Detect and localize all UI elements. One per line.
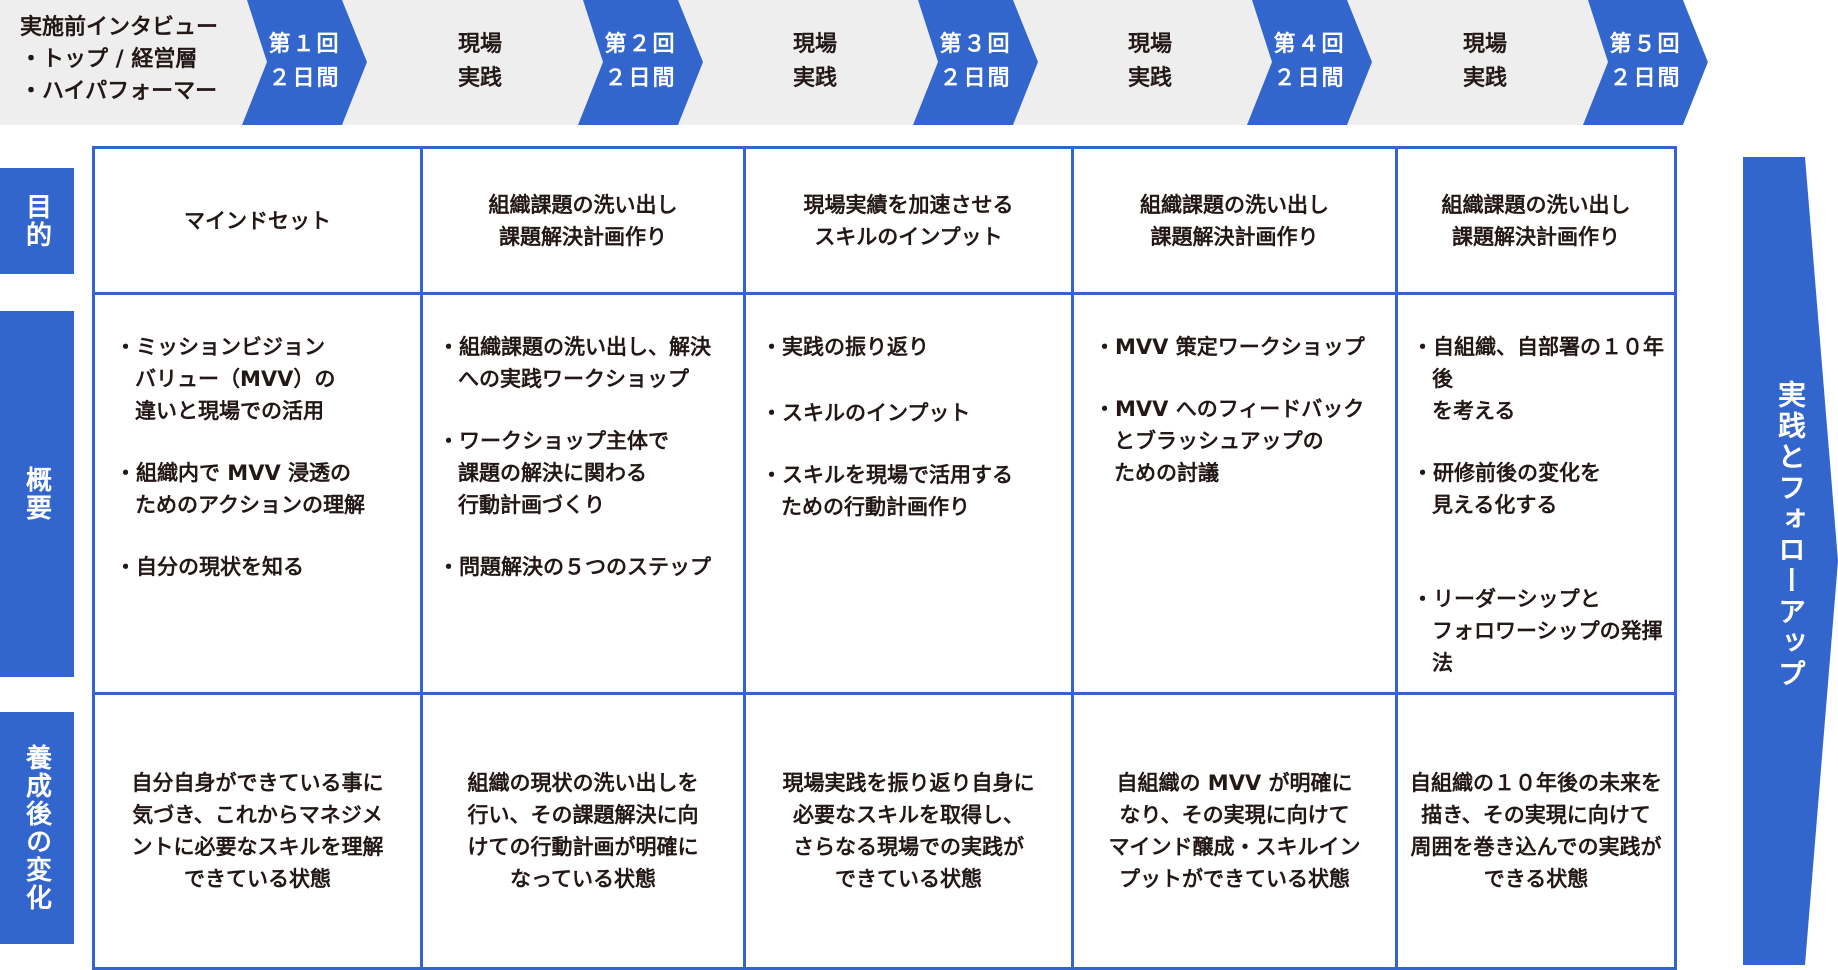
overview-item: ・リーダーシップと フォロワーシップの発揮法 bbox=[1412, 587, 1663, 675]
session-1-chevron: 第１回 ２日間 bbox=[242, 0, 367, 125]
overview-cell-5: ・自組織、自部署の１０年後 を考える ・研修前後の変化を 見える化する ・リーダ… bbox=[1398, 295, 1674, 692]
session-5-chevron: 第５回 ２日間 bbox=[1583, 0, 1725, 125]
overview-item: ・組織内で MVV 浸透の ためのアクションの理解 bbox=[115, 461, 365, 517]
overview-item: ・ワークショップ主体で 課題の解決に関わる 行動計画づくり bbox=[438, 429, 669, 517]
purpose-cell-4: 組織課題の洗い出し 課題解決計画作り bbox=[1140, 192, 1329, 249]
purpose-cell-1: マインドセット bbox=[184, 208, 331, 233]
overview-item: ・ミッションビジョン バリュー（MVV）の 違いと現場での活用 bbox=[115, 335, 336, 423]
purpose-cell-3: 現場実績を加速させる スキルのインプット bbox=[803, 192, 1014, 249]
overview-item: ・MVV 策定ワークショップ bbox=[1094, 335, 1365, 359]
row-label-change: 養成後の変化 bbox=[0, 712, 74, 944]
change-cell-3: 現場実践を振り返り自身に 必要なスキルを取得し、 さらなる現場での実践が できて… bbox=[782, 771, 1035, 891]
column-divider bbox=[1071, 149, 1074, 967]
row-label-purpose: 目的 bbox=[0, 168, 74, 274]
row-label-overview: 概要 bbox=[0, 311, 74, 677]
follow-up-arrow bbox=[1743, 157, 1838, 965]
overview-item: ・自分の現状を知る bbox=[115, 555, 304, 579]
practice-4-label: 現場 実践 bbox=[1462, 32, 1507, 91]
session-1-label: 第１回 ２日間 bbox=[268, 32, 341, 91]
overview-cell-1: ・ミッションビジョン バリュー（MVV）の 違いと現場での活用 ・組織内で MV… bbox=[95, 295, 420, 692]
overview-item: ・スキルを現場で活用する ための行動計画作り bbox=[761, 463, 1013, 519]
practice-3-label: 現場 実践 bbox=[1127, 32, 1172, 91]
practice-1-label: 現場 実践 bbox=[457, 32, 502, 91]
session-3-label: 第３回 ２日間 bbox=[939, 32, 1012, 91]
change-cell-5: 自組織の１０年後の未来を 描き、その実現に向けて 周囲を巻き込んでの実践が でき… bbox=[1410, 771, 1662, 891]
overview-item: ・実践の振り返り bbox=[761, 335, 929, 359]
pre-interview-label: 実施前インタビュー ・トップ / 経営層 ・ハイパフォーマー bbox=[20, 15, 219, 104]
purpose-cell-5: 組織課題の洗い出し 課題解決計画作り bbox=[1441, 192, 1631, 249]
row-divider bbox=[95, 292, 1674, 295]
overview-cell-3: ・実践の振り返り ・スキルのインプット ・スキルを現場で活用する ための行動計画… bbox=[746, 295, 1071, 692]
change-cell-2: 組織の現状の洗い出しを 行い、その課題解決に向 けての行動計画が明確に なってい… bbox=[467, 771, 699, 891]
overview-cell-4: ・MVV 策定ワークショップ ・MVV へのフィードバック とブラッシュアップの… bbox=[1074, 295, 1395, 692]
overview-item: ・研修前後の変化を 見える化する bbox=[1412, 461, 1601, 517]
session-2-label: 第２回 ２日間 bbox=[604, 32, 677, 91]
follow-up-label: 実践とフォローアップ bbox=[1774, 380, 1807, 690]
session-2-chevron: 第２回 ２日間 bbox=[578, 0, 703, 125]
overview-item: ・問題解決の５つのステップ bbox=[438, 555, 711, 579]
overview-item: ・自組織、自部署の１０年後 を考える bbox=[1412, 335, 1664, 423]
change-cell-1: 自分自身ができている事に 気づき、これからマネジメ ントに必要なスキルを理解 で… bbox=[131, 771, 384, 891]
column-divider bbox=[1395, 149, 1398, 967]
program-grid: マインドセット 組織課題の洗い出し 課題解決計画作り 現場実績を加速させる スキ… bbox=[92, 146, 1677, 970]
row-divider bbox=[95, 692, 1674, 695]
session-5-label: 第５回 ２日間 bbox=[1609, 32, 1682, 91]
practice-2-label: 現場 実践 bbox=[792, 32, 837, 91]
session-4-label: 第４回 ２日間 bbox=[1273, 32, 1346, 91]
session-4-chevron: 第４回 ２日間 bbox=[1247, 0, 1372, 125]
column-divider bbox=[420, 149, 423, 967]
purpose-cell-2: 組織課題の洗い出し 課題解決計画作り bbox=[488, 192, 678, 249]
overview-item: ・組織課題の洗い出し、解決 への実践ワークショップ bbox=[438, 335, 711, 391]
session-3-chevron: 第３回 ２日間 bbox=[913, 0, 1038, 125]
column-divider bbox=[743, 149, 746, 967]
change-cell-4: 自組織の MVV が明確に なり、その実現に向けて マインド醸成・スキルイン プ… bbox=[1108, 771, 1361, 891]
overview-item: ・MVV へのフィードバック とブラッシュアップの ための討議 bbox=[1094, 397, 1365, 485]
overview-item: ・スキルのインプット bbox=[761, 401, 971, 425]
overview-cell-2: ・組織課題の洗い出し、解決 への実践ワークショップ ・ワークショップ主体で 課題… bbox=[423, 295, 743, 692]
